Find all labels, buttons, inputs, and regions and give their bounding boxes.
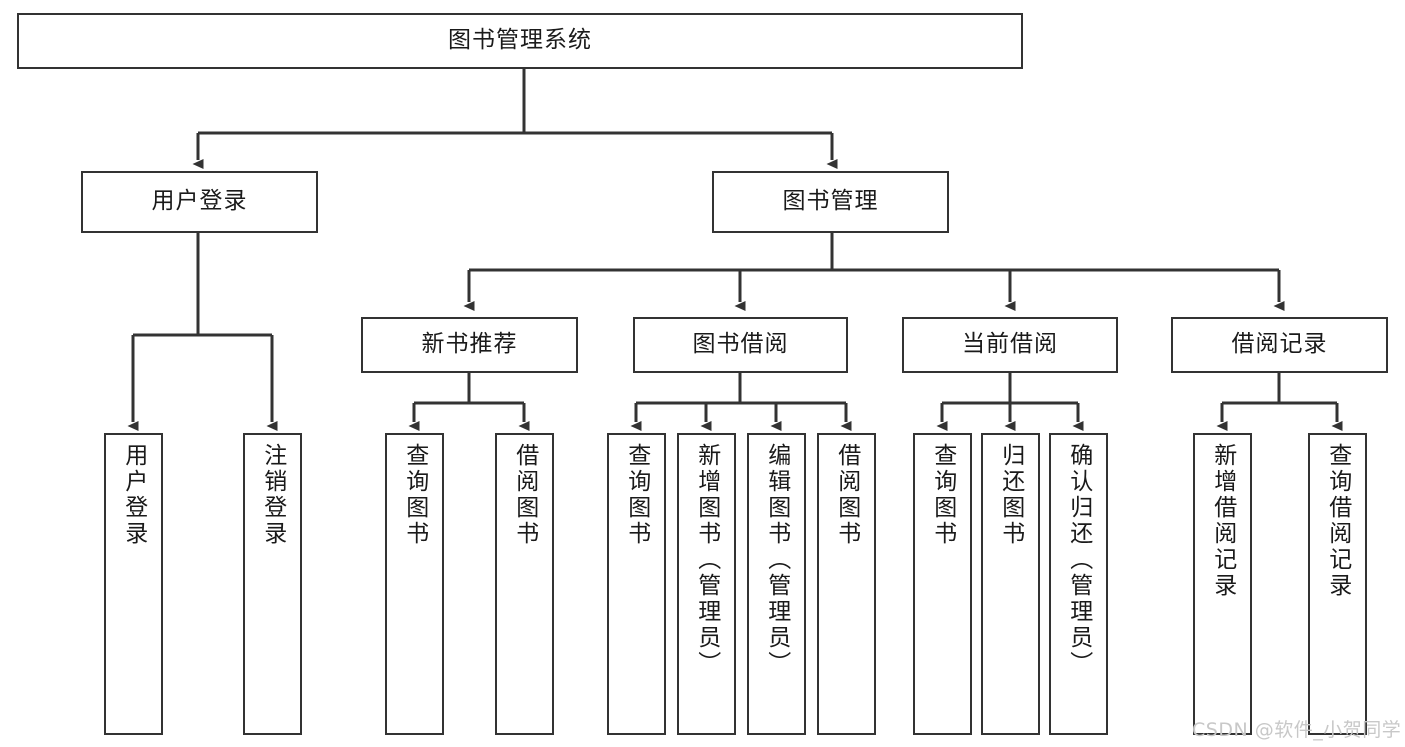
node-book-borrow-label: 图书借阅	[692, 331, 789, 358]
node-leaf-add-record[interactable]: 新增借阅记录	[1193, 433, 1252, 735]
node-user-login[interactable]: 用户登录	[81, 171, 318, 233]
node-leaf-edit-book[interactable]: 编辑图书（管理员）	[747, 433, 806, 735]
node-root-system-label: 图书管理系统	[448, 27, 592, 54]
node-leaf-user-login-label: 用户登录	[120, 443, 147, 547]
node-leaf-add-book-label: 新增图书（管理员）	[693, 443, 720, 677]
node-leaf-user-login[interactable]: 用户登录	[104, 433, 163, 735]
node-leaf-edit-book-label: 编辑图书（管理员）	[763, 443, 790, 677]
node-leaf-confirm-return[interactable]: 确认归还（管理员）	[1049, 433, 1108, 735]
node-leaf-borrow-book-1[interactable]: 借阅图书	[495, 433, 554, 735]
csdn-watermark: CSDN @软件_小贺同学	[1192, 719, 1402, 741]
node-leaf-query-record-label: 查询借阅记录	[1324, 443, 1351, 599]
node-leaf-borrow-book-2[interactable]: 借阅图书	[817, 433, 876, 735]
node-leaf-return-book[interactable]: 归还图书	[981, 433, 1040, 735]
node-leaf-query-book-2[interactable]: 查询图书	[607, 433, 666, 735]
node-user-login-label: 用户登录	[151, 188, 248, 215]
node-leaf-user-logout[interactable]: 注销登录	[243, 433, 302, 735]
node-new-book-recommend[interactable]: 新书推荐	[361, 317, 578, 373]
node-book-management[interactable]: 图书管理	[712, 171, 949, 233]
node-leaf-query-book-1-label: 查询图书	[401, 443, 428, 547]
node-root-system[interactable]: 图书管理系统	[17, 13, 1023, 69]
node-leaf-query-record[interactable]: 查询借阅记录	[1308, 433, 1367, 735]
node-leaf-user-logout-label: 注销登录	[259, 443, 286, 547]
node-leaf-confirm-return-label: 确认归还（管理员）	[1065, 443, 1092, 677]
node-current-borrow[interactable]: 当前借阅	[902, 317, 1118, 373]
node-leaf-borrow-book-2-label: 借阅图书	[833, 443, 860, 547]
node-leaf-add-record-label: 新增借阅记录	[1209, 443, 1236, 599]
node-leaf-query-book-3[interactable]: 查询图书	[913, 433, 972, 735]
node-borrow-record[interactable]: 借阅记录	[1171, 317, 1388, 373]
node-leaf-add-book[interactable]: 新增图书（管理员）	[677, 433, 736, 735]
node-leaf-query-book-2-label: 查询图书	[623, 443, 650, 547]
node-leaf-borrow-book-1-label: 借阅图书	[511, 443, 538, 547]
node-borrow-record-label: 借阅记录	[1231, 331, 1328, 358]
node-current-borrow-label: 当前借阅	[962, 331, 1058, 358]
node-leaf-return-book-label: 归还图书	[997, 443, 1024, 547]
node-leaf-query-book-3-label: 查询图书	[929, 443, 956, 547]
node-book-management-label: 图书管理	[782, 188, 879, 215]
node-leaf-query-book-1[interactable]: 查询图书	[385, 433, 444, 735]
node-new-book-recommend-label: 新书推荐	[421, 331, 518, 358]
node-book-borrow[interactable]: 图书借阅	[633, 317, 848, 373]
